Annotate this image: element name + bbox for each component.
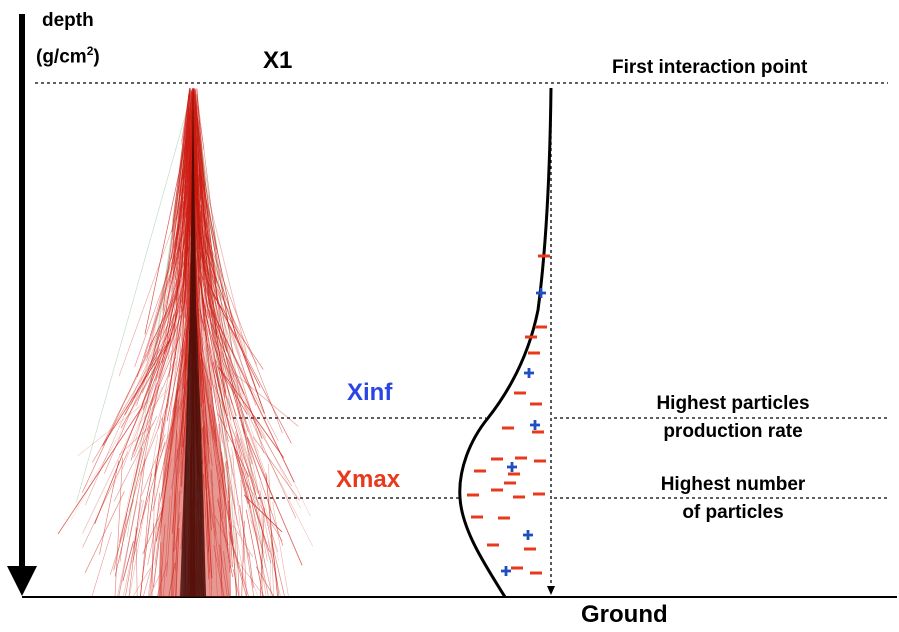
xmax-description-line1: Highest number [660, 474, 806, 495]
minus-sign [491, 457, 503, 461]
minus-sign [535, 325, 547, 329]
longitudinal-profile-curve [458, 87, 553, 598]
first-interaction-label: First interaction point [612, 57, 808, 78]
minus-sign [538, 254, 550, 258]
minus-sign [513, 495, 525, 499]
minus-sign [474, 469, 486, 473]
xinf-description-line2: production rate [663, 421, 803, 442]
minus-sign [467, 493, 479, 497]
depth-axis-label: depth (g/cm2) [36, 6, 100, 72]
minus-sign [524, 547, 536, 551]
charge-signs [467, 254, 550, 576]
xmax-description: Highest number of particles [593, 471, 873, 527]
depth-axis-arrowhead [7, 566, 37, 596]
xinf-description-line1: Highest particles [656, 393, 810, 414]
plus-sign [530, 420, 540, 430]
minus-sign [515, 456, 527, 460]
plus-sign [524, 368, 534, 378]
minus-sign [525, 335, 537, 339]
x1-marker-label: X1 [263, 47, 293, 74]
plus-sign [507, 462, 517, 472]
minus-sign [533, 492, 545, 496]
xinf-marker-label: Xinf [347, 379, 393, 406]
minus-sign [532, 430, 544, 434]
minus-sign [514, 391, 526, 395]
depth-axis-label-line1: depth [41, 10, 94, 31]
minus-sign [528, 351, 540, 355]
minus-sign [530, 571, 542, 575]
minus-sign [502, 426, 514, 430]
minus-sign [534, 459, 546, 463]
plus-sign [536, 288, 546, 298]
xmax-marker-label: Xmax [336, 466, 401, 493]
minus-sign [508, 472, 520, 476]
xmax-description-line2: of particles [682, 502, 784, 523]
minus-sign [471, 515, 483, 519]
minus-sign [511, 566, 523, 570]
air-shower-image [57, 87, 313, 597]
minus-sign [498, 516, 510, 520]
plus-sign [501, 566, 511, 576]
ground-label: Ground [581, 601, 668, 628]
plus-sign [523, 530, 533, 540]
xinf-description: Highest particles production rate [593, 390, 873, 446]
depth-axis-label-line2: (g/cm2) [36, 44, 100, 68]
profile-depth-arrowhead [547, 586, 555, 595]
minus-sign [487, 543, 499, 547]
minus-sign [530, 402, 542, 406]
minus-sign [504, 481, 516, 485]
minus-sign [491, 488, 503, 492]
